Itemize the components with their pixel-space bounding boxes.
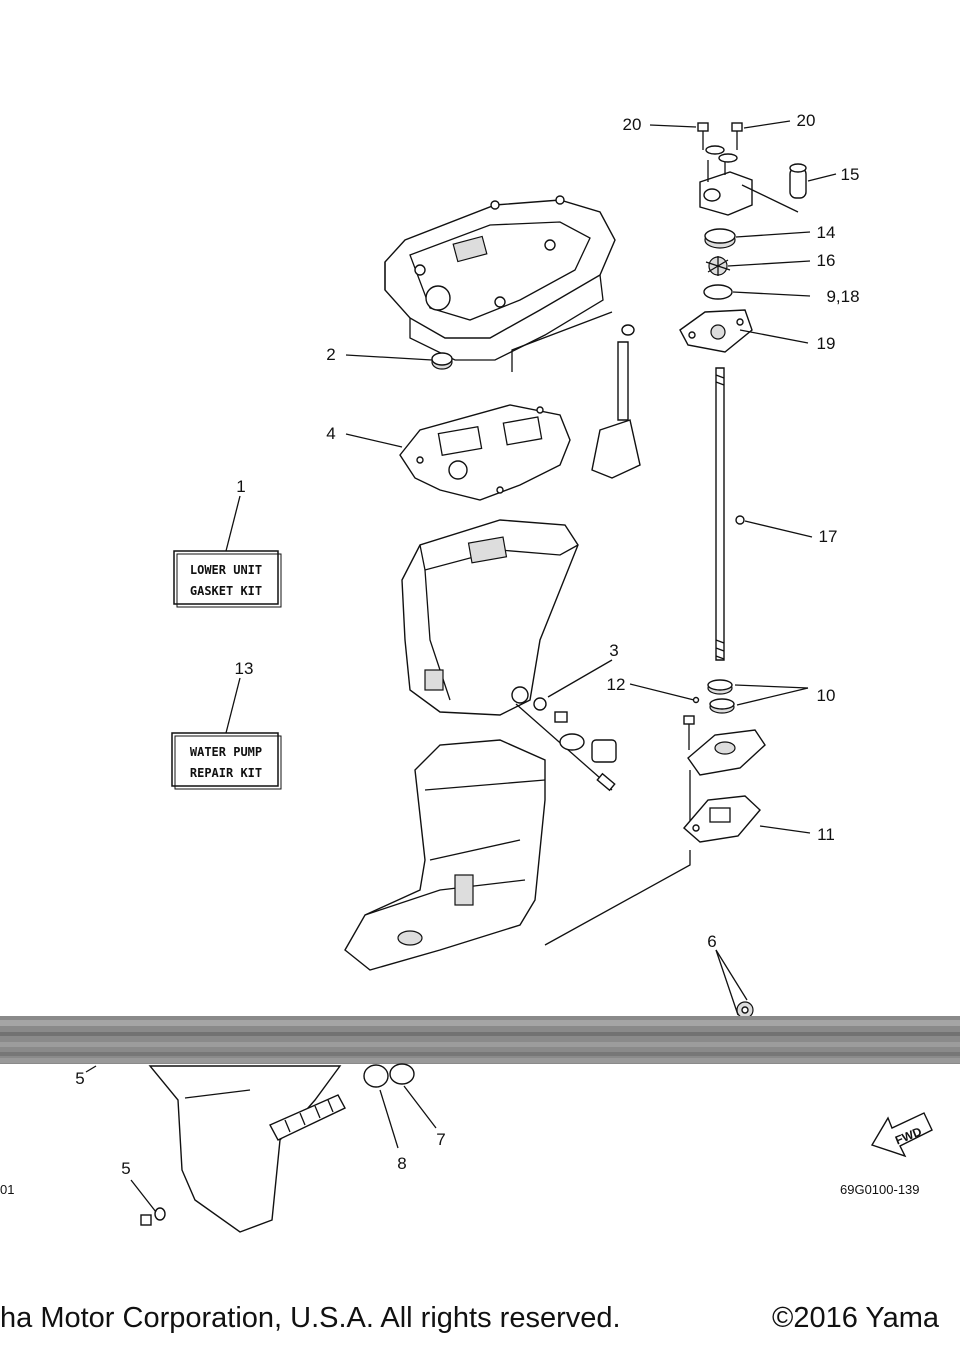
- o-ring-pair-part: [363, 1063, 415, 1088]
- callout-20: 20: [623, 115, 642, 134]
- drive-shaft-part: [715, 367, 745, 661]
- lower-unit-gasket-kit-box: LOWER UNIT GASKET KIT: [173, 550, 282, 608]
- forward-direction-arrow: FWD: [870, 1112, 933, 1158]
- leader-lines-lower: [85, 1065, 437, 1213]
- pump-housing-part: [699, 155, 799, 216]
- callout-5: 5: [121, 1159, 130, 1178]
- pump-gasket-part: [683, 795, 761, 843]
- callout-11: 11: [817, 825, 835, 844]
- callout-19: 19: [817, 334, 836, 353]
- callout-1: 1: [236, 477, 245, 496]
- callout-4: 4: [326, 424, 335, 443]
- pump-cartridge-part: [704, 228, 736, 249]
- drain-screw-part: [140, 1207, 166, 1226]
- callout-3: 3: [609, 641, 618, 660]
- o-ring-part: [703, 284, 733, 300]
- callout-7: 7: [436, 1130, 445, 1149]
- callout-16: 16: [817, 251, 836, 270]
- grommet-bolt-part: [515, 697, 617, 792]
- water-pump-repair-kit-box: WATER PUMP REPAIR KIT: [171, 732, 282, 790]
- callout-17: 17: [819, 527, 838, 546]
- callout-20: 20: [797, 111, 816, 130]
- copyright-footer-right: ©2016 Yama: [772, 1302, 940, 1334]
- copyright-footer-left: ha Motor Corporation, U.S.A. All rights …: [0, 1302, 621, 1334]
- pump-base-part: [683, 715, 766, 776]
- leader-lines: [225, 120, 837, 1016]
- connector-line: [544, 850, 691, 946]
- callout-5: 5: [75, 1069, 84, 1088]
- callout-6: 6: [707, 932, 716, 951]
- lower-casing-part: [344, 739, 546, 971]
- kit-label-line1: WATER PUMP: [190, 745, 262, 759]
- callout-14: 14: [817, 223, 836, 242]
- drive-shaft-housing-part: [511, 311, 641, 479]
- callout-12: 12: [607, 675, 626, 694]
- outer-plate-cartridge-part: [679, 309, 753, 353]
- upper-casing-part: [384, 195, 616, 361]
- middle-casing-part: [401, 519, 579, 716]
- scan-artifact-band: [0, 1016, 960, 1064]
- callout-9-18: 9,18: [826, 287, 859, 306]
- impeller-part: [705, 256, 731, 276]
- bearing-part: [692, 679, 735, 714]
- pump-insert-part: [789, 163, 807, 199]
- diagram-code: 69G0100-139: [840, 1182, 920, 1197]
- gasket-part: [399, 404, 571, 501]
- callout-8: 8: [397, 1154, 406, 1173]
- washer-part: [736, 1001, 754, 1019]
- gear-case-part: [148, 1065, 346, 1233]
- pump-bolt-part: [697, 122, 743, 163]
- callout-15: 15: [841, 165, 860, 184]
- callout-10: 10: [817, 686, 836, 705]
- callout-13: 13: [235, 659, 254, 678]
- kit-label-line2: GASKET KIT: [190, 584, 262, 598]
- callout-2: 2: [326, 345, 335, 364]
- kit-label-line1: LOWER UNIT: [190, 563, 262, 577]
- kit-label-line2: REPAIR KIT: [190, 766, 262, 780]
- oil-seal-part: [431, 352, 453, 370]
- callout-numbers: 1 2 3 4 5 5 6 7 8 9,18 10 11 12 13 14 15…: [75, 111, 859, 1178]
- diagram-code-left: 01: [0, 1182, 14, 1197]
